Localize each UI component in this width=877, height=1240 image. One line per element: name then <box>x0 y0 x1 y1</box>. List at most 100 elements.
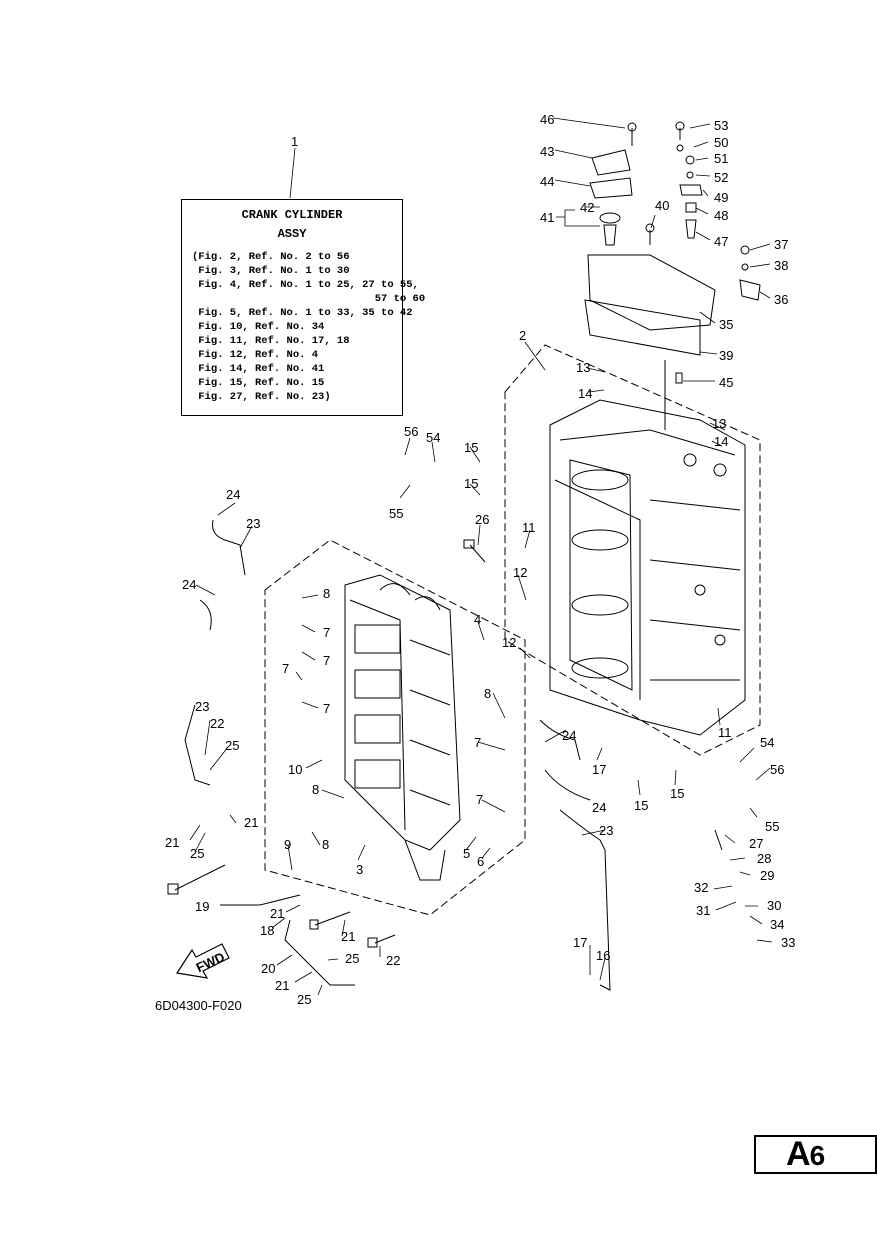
callout-8: 8 <box>484 686 491 701</box>
callout-22: 22 <box>210 716 224 731</box>
callout-15: 15 <box>670 786 684 801</box>
callout-21: 21 <box>244 815 258 830</box>
callout-21: 21 <box>270 906 284 921</box>
callout-3: 3 <box>356 862 363 877</box>
assy-title-line1: CRANK CYLINDER <box>241 208 343 222</box>
callout-45: 45 <box>719 375 733 390</box>
callout-35: 35 <box>719 317 733 332</box>
cylinder-assy-dashed-outline <box>504 344 761 756</box>
callout-2: 2 <box>519 328 526 343</box>
callout-7: 7 <box>282 661 289 676</box>
callout-46: 46 <box>540 112 554 127</box>
callout-30: 30 <box>767 898 781 913</box>
assy-line: Fig. 27, Ref. No. 23) <box>192 391 331 403</box>
assy-line: Fig. 3, Ref. No. 1 to 30 <box>192 265 350 277</box>
assy-line: Fig. 14, Ref. No. 41 <box>192 363 325 375</box>
callout-28: 28 <box>757 851 771 866</box>
callout-23: 23 <box>246 516 260 531</box>
leader-lines <box>189 117 773 996</box>
callout-25: 25 <box>297 992 311 1007</box>
fwd-arrow-icon <box>175 943 230 979</box>
callout-24: 24 <box>226 487 240 502</box>
assembly-reference-box: CRANK CYLINDER ASSY (Fig. 2, Ref. No. 2 … <box>181 199 425 416</box>
callout-53: 53 <box>714 118 728 133</box>
callout-12: 12 <box>502 635 516 650</box>
callout-11: 11 <box>718 725 732 740</box>
callout-11: 11 <box>522 520 536 535</box>
callout-56: 56 <box>404 424 418 439</box>
callout-54: 54 <box>426 430 440 445</box>
callout-36: 36 <box>774 292 788 307</box>
callout-41: 41 <box>540 210 554 225</box>
page-badge-letter: A <box>786 1135 811 1173</box>
callout-54: 54 <box>760 735 774 750</box>
callout-7: 7 <box>476 792 483 807</box>
diagram-code: 6D04300-F020 <box>155 998 242 1013</box>
callout-38: 38 <box>774 258 788 273</box>
assy-line: Fig. 10, Ref. No. 34 <box>192 321 325 333</box>
assy-line: Fig. 5, Ref. No. 1 to 33, 35 to 42 <box>192 307 413 319</box>
crankcase-drawing <box>344 574 461 881</box>
callout-42: 42 <box>580 200 594 215</box>
callout-33: 33 <box>781 935 795 950</box>
callout-34: 34 <box>770 917 784 932</box>
assy-line: Fig. 12, Ref. No. 4 <box>192 349 319 361</box>
callout-15: 15 <box>634 798 648 813</box>
callout-17: 17 <box>592 762 606 777</box>
callout-25: 25 <box>225 738 239 753</box>
crankcase-assy-dashed-outline <box>264 539 526 916</box>
callout-16: 16 <box>596 948 610 963</box>
callout-51: 51 <box>714 151 728 166</box>
callout-32: 32 <box>694 880 708 895</box>
callout-21: 21 <box>275 978 289 993</box>
assy-line: Fig. 15, Ref. No. 15 <box>192 377 325 389</box>
callout-37: 37 <box>774 237 788 252</box>
callout-8: 8 <box>323 586 330 601</box>
assy-title-line2: ASSY <box>277 227 307 241</box>
page-badge-number: 6 <box>809 1140 826 1171</box>
assembly-callout: 1 <box>291 134 298 149</box>
callout-47: 47 <box>714 234 728 249</box>
callout-12: 12 <box>513 565 527 580</box>
callout-24: 24 <box>592 800 606 815</box>
callout-55: 55 <box>389 506 403 521</box>
callout-21: 21 <box>341 929 355 944</box>
callout-24: 24 <box>182 577 196 592</box>
callout-25: 25 <box>345 951 359 966</box>
callout-23: 23 <box>195 699 209 714</box>
callout-14: 14 <box>714 434 728 449</box>
callout-13: 13 <box>576 360 590 375</box>
bolt-drawing <box>167 539 723 948</box>
cylinder-block-drawing <box>549 399 746 736</box>
callout-49: 49 <box>714 190 728 205</box>
callout-15: 15 <box>464 476 478 491</box>
callout-19: 19 <box>195 899 209 914</box>
callout-40: 40 <box>655 198 669 213</box>
callout-7: 7 <box>323 653 330 668</box>
callout-27: 27 <box>749 836 763 851</box>
callout-31: 31 <box>696 903 710 918</box>
hose-drawing <box>184 519 611 991</box>
callout-23: 23 <box>599 823 613 838</box>
page-badge: A6 <box>754 1135 877 1174</box>
callout-39: 39 <box>719 348 733 363</box>
callout-24: 24 <box>562 728 576 743</box>
callout-22: 22 <box>386 953 400 968</box>
callout-15: 15 <box>464 440 478 455</box>
callout-55: 55 <box>765 819 779 834</box>
callout-7: 7 <box>474 735 481 750</box>
callout-7: 7 <box>323 701 330 716</box>
callout-14: 14 <box>578 386 592 401</box>
callout-52: 52 <box>714 170 728 185</box>
assy-line: (Fig. 2, Ref. No. 2 to 56 <box>192 251 350 263</box>
callout-8: 8 <box>322 837 329 852</box>
callout-50: 50 <box>714 135 728 150</box>
callout-18: 18 <box>260 923 274 938</box>
head-cover-parts-drawing <box>584 121 761 430</box>
callout-17: 17 <box>573 935 587 950</box>
callout-10: 10 <box>288 762 302 777</box>
assy-line: 57 to 60 <box>192 293 426 305</box>
callout-5: 5 <box>463 846 470 861</box>
